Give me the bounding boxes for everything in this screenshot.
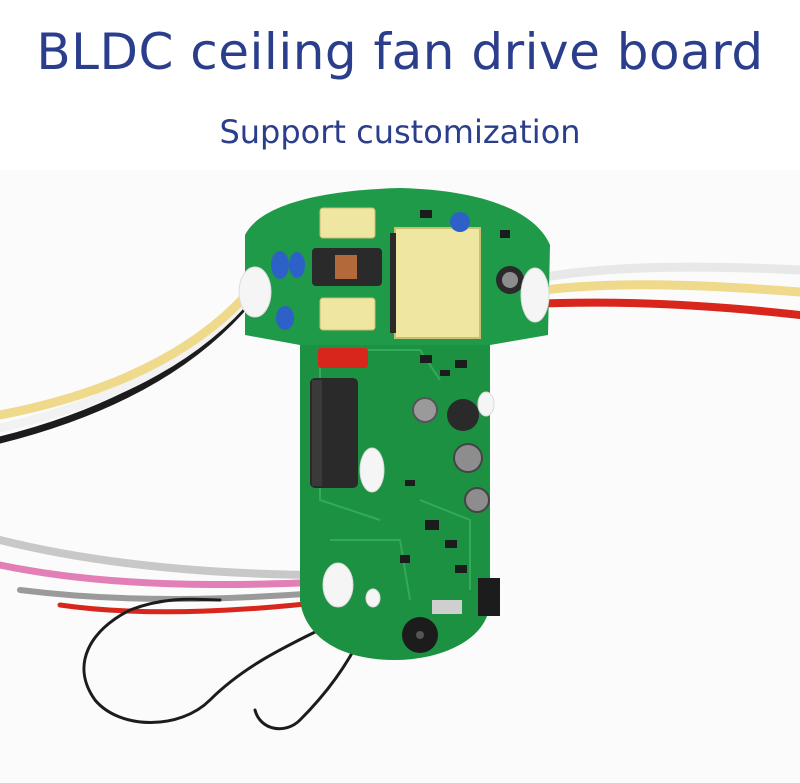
page-title: BLDC ceiling fan drive board	[36, 23, 764, 81]
small-capacitors	[412, 266, 524, 513]
inductor	[312, 248, 382, 286]
yellow-capacitor-top	[319, 207, 376, 239]
transformer	[390, 227, 481, 339]
yellow-capacitor-middle	[319, 297, 376, 331]
page-subtitle: Support customization	[219, 113, 581, 151]
electrolytic-capacitor-large	[310, 378, 358, 488]
blue-capacitors	[271, 212, 470, 330]
smd-components	[400, 210, 510, 573]
product-photo	[0, 170, 800, 783]
left-wire-bundle	[0, 280, 260, 444]
right-wire-bundle	[525, 262, 800, 319]
red-capacitor	[318, 348, 368, 368]
hot-glue	[238, 266, 550, 608]
connector	[432, 578, 500, 616]
buzzer	[402, 617, 438, 653]
